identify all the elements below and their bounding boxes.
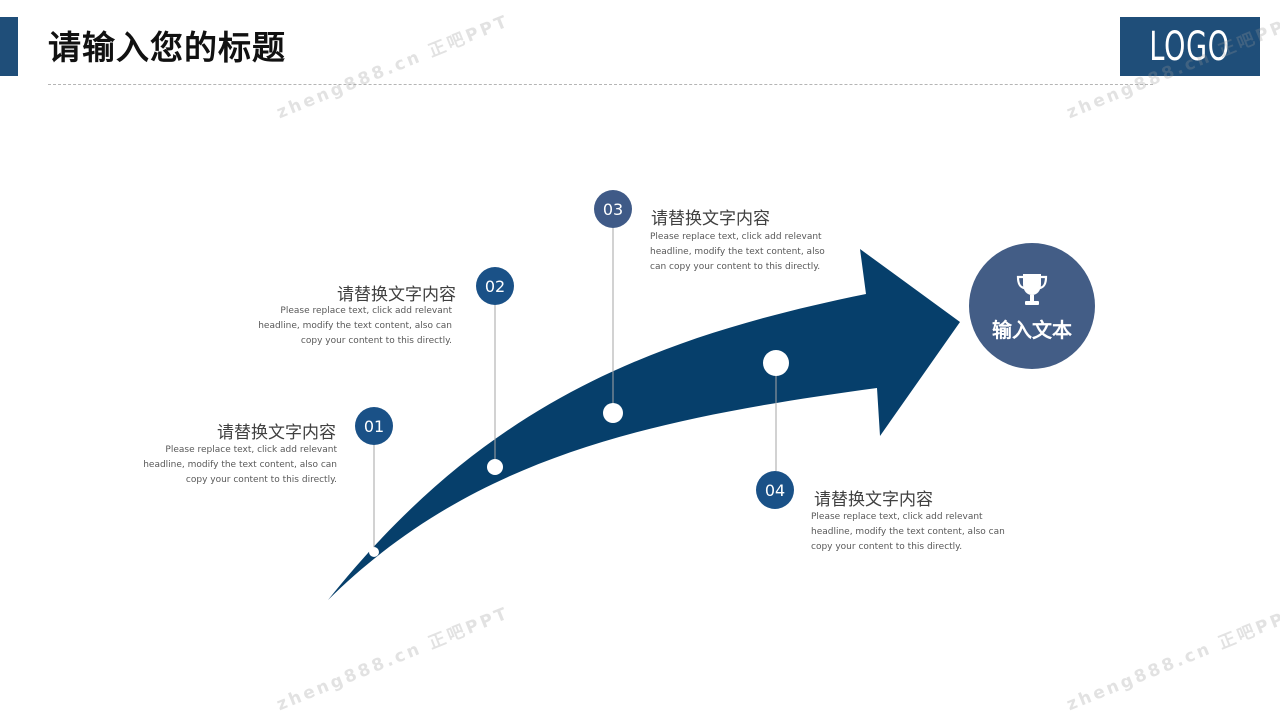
milestone-dot-02 — [487, 459, 503, 475]
step-number-badge-02: 02 — [476, 267, 514, 305]
step-number-badge-04: 04 — [756, 471, 794, 509]
milestone-dot-01 — [369, 547, 379, 557]
title-divider — [48, 84, 1153, 85]
trophy-icon — [1016, 273, 1048, 305]
milestone-dot-04 — [763, 350, 789, 376]
page-title: 请输入您的标题 — [48, 28, 286, 67]
title-accent-bar — [0, 17, 18, 76]
step-title-01: 请替换文字内容 — [217, 423, 336, 443]
step-number-badge-03: 03 — [594, 190, 632, 228]
goal-circle: 输入文本 — [969, 243, 1095, 369]
growth-arrow — [328, 249, 960, 600]
step-title-02: 请替换文字内容 — [337, 285, 456, 305]
step-description-03: Please replace text, click add relevant … — [650, 232, 825, 272]
step-number-badge-01: 01 — [355, 407, 393, 445]
step-description-01: Please replace text, click add relevant … — [143, 445, 337, 485]
step-description-02: Please replace text, click add relevant … — [258, 306, 452, 346]
logo-text: LOGO — [1149, 23, 1231, 70]
step-title-03: 请替换文字内容 — [651, 209, 770, 229]
milestone-dot-03 — [603, 403, 623, 423]
goal-label: 输入文本 — [992, 317, 1072, 342]
logo-box: LOGO — [1120, 17, 1260, 76]
step-description-04: Please replace text, click add relevant … — [811, 512, 1005, 552]
step-title-04: 请替换文字内容 — [814, 490, 933, 510]
